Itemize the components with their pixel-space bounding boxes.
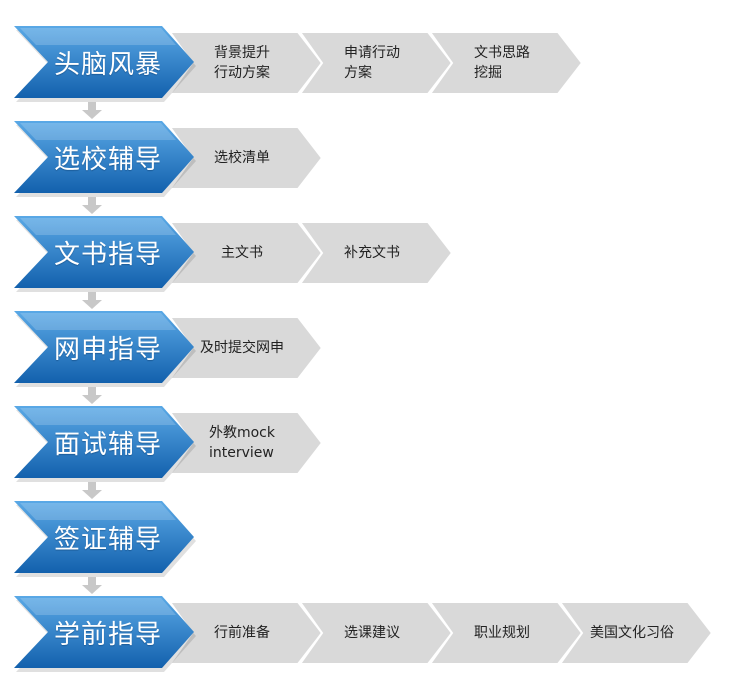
- down-arrow-connector: [80, 577, 104, 595]
- stage-chevron: 选校辅导: [14, 121, 196, 197]
- substep-label: 文书思路挖掘: [474, 45, 530, 81]
- substep-label: 选课建议: [344, 625, 400, 641]
- substep-label: 申请行动方案: [344, 45, 400, 81]
- substep-chevron: 选课建议: [300, 602, 452, 664]
- substep-label: 背景提升行动方案: [214, 45, 270, 81]
- stage-row: 选校清单 选校辅导: [0, 117, 740, 199]
- stage-label: 头脑风暴: [53, 49, 162, 80]
- substep-label: 选校清单: [214, 150, 270, 166]
- stage-label: 面试辅导: [53, 429, 162, 460]
- stage-label: 网申指导: [53, 334, 162, 365]
- stage-row: 主文书 补充文书 文书指导: [0, 212, 740, 294]
- substep-chevron: 职业规划: [430, 602, 582, 664]
- stage-chevron: 签证辅导: [14, 501, 196, 577]
- stage-chevron: 头脑风暴: [14, 26, 196, 102]
- substep-label: 补充文书: [344, 245, 400, 261]
- down-arrow-connector: [80, 292, 104, 310]
- substep-label: 行前准备: [214, 625, 270, 641]
- stage-row: 及时提交网申 网申指导: [0, 307, 740, 389]
- stage-row: 背景提升行动方案 申请行动方案 文书思路挖掘 头脑风暴: [0, 22, 740, 104]
- down-arrow-connector: [80, 482, 104, 500]
- stage-row: 行前准备 选课建议 职业规划 美国文化习俗 学前指导: [0, 592, 740, 674]
- down-arrow-connector: [80, 387, 104, 405]
- down-arrow-connector: [80, 197, 104, 215]
- stage-label: 文书指导: [53, 239, 162, 270]
- stage-label: 签证辅导: [53, 524, 162, 555]
- substep-label: 职业规划: [474, 625, 530, 641]
- substep-chevron: 补充文书: [300, 222, 452, 284]
- substep-chevron: 美国文化习俗: [560, 602, 712, 664]
- stage-chevron: 面试辅导: [14, 406, 196, 482]
- substep-chevron: 申请行动方案: [300, 32, 452, 94]
- stage-row: 签证辅导: [0, 497, 740, 579]
- substep-label: 主文书: [221, 245, 263, 261]
- substep-label: 及时提交网申: [200, 340, 284, 356]
- substep-label: 美国文化习俗: [590, 625, 674, 641]
- stage-chevron: 学前指导: [14, 596, 196, 672]
- down-arrow-connector: [80, 102, 104, 120]
- stage-label: 学前指导: [53, 619, 162, 650]
- stage-label: 选校辅导: [53, 144, 162, 175]
- substep-chevron: 文书思路挖掘: [430, 32, 582, 94]
- stage-chevron: 网申指导: [14, 311, 196, 387]
- stage-chevron: 文书指导: [14, 216, 196, 292]
